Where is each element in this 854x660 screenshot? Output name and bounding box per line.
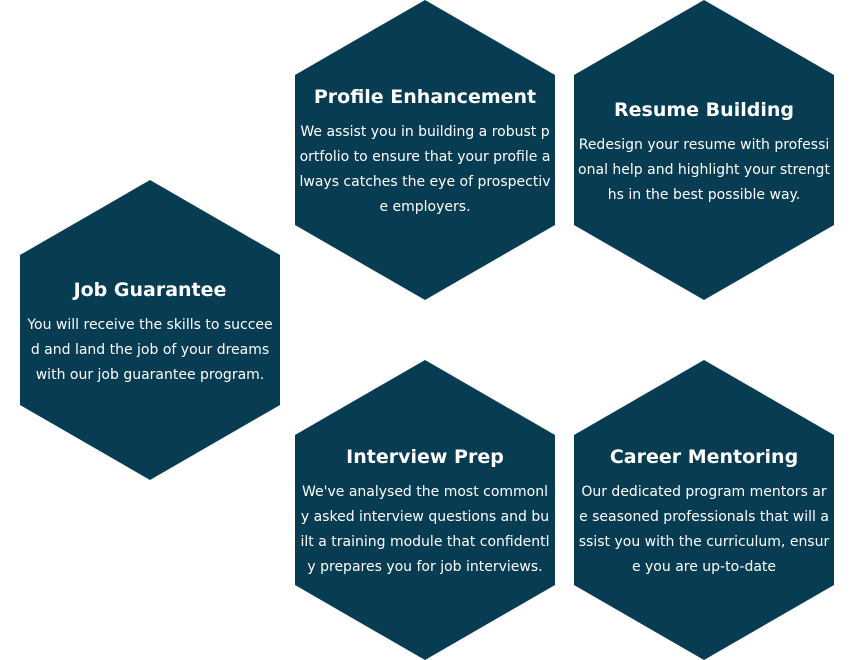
hex-card-content: Career Mentoring Our dedicated program m… xyxy=(574,360,834,660)
hex-card-content: Resume Building Redesign your resume wit… xyxy=(574,0,834,300)
card-title: Profile Enhancement xyxy=(313,86,537,108)
hex-card-job-guarantee: Job Guarantee You will receive the skill… xyxy=(20,180,280,480)
hexagon-shape xyxy=(295,0,555,300)
hex-card-profile-enhancement: Profile Enhancement We assist you in bui… xyxy=(295,0,555,300)
card-description: Redesign your resume with professional h… xyxy=(578,136,830,203)
card-title: Interview Prep xyxy=(346,446,504,468)
card-description: You will receive the skills to succeed a… xyxy=(27,316,273,383)
hexagon-shape xyxy=(574,0,834,300)
card-description: Our dedicated program mentors are season… xyxy=(578,484,830,575)
hex-card-content: Interview Prep We've analysed the most c… xyxy=(295,360,555,660)
hexagon-shape xyxy=(20,180,280,480)
hex-card-content: Profile Enhancement We assist you in bui… xyxy=(295,0,555,300)
hex-card-career-mentoring: Career Mentoring Our dedicated program m… xyxy=(574,360,834,660)
card-title: Career Mentoring xyxy=(609,446,799,468)
hex-card-content: Job Guarantee You will receive the skill… xyxy=(20,180,280,480)
card-description: We assist you in building a robust portf… xyxy=(299,124,551,215)
card-title: Resume Building xyxy=(614,98,794,121)
hex-card-interview-prep: Interview Prep We've analysed the most c… xyxy=(295,360,555,660)
card-title: Job Guarantee xyxy=(73,278,227,301)
hexagon-shape xyxy=(574,360,834,660)
hexagon-shape xyxy=(295,360,555,660)
card-description: We've analysed the most commonly asked i… xyxy=(300,484,550,575)
hex-card-resume-building: Resume Building Redesign your resume wit… xyxy=(574,0,834,300)
